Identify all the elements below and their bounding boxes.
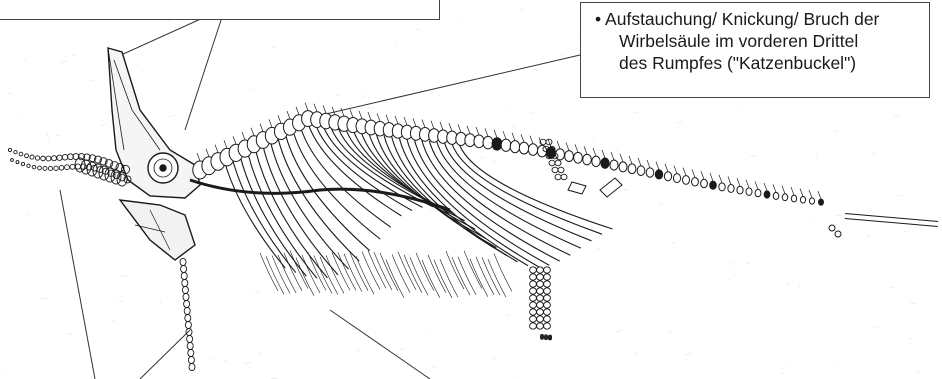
vertebra — [583, 154, 592, 165]
vertebra — [809, 198, 814, 204]
vertebra — [683, 176, 690, 185]
vertebra — [646, 168, 654, 177]
vertebra — [791, 195, 796, 202]
vertebra — [592, 156, 600, 166]
vertebra — [719, 183, 725, 191]
vertebra — [764, 191, 770, 198]
vertebra — [800, 197, 805, 204]
vertebra — [492, 138, 502, 150]
vertebra — [601, 158, 609, 168]
vertebra — [755, 189, 761, 196]
vertebra — [619, 162, 627, 172]
vertebra — [565, 151, 574, 162]
vertebra — [528, 144, 537, 156]
vertebra — [728, 185, 734, 193]
vertebra — [710, 181, 717, 189]
vertebra — [537, 145, 546, 156]
callout-line-3: des Rumpfes ("Katzenbuckel") — [595, 52, 921, 74]
vertebra — [501, 139, 511, 151]
vertebra — [701, 179, 708, 187]
callout-spine-deformation: • Aufstauchung/ Knickung/ Bruch der Wirb… — [580, 2, 930, 98]
vertebra — [637, 166, 645, 176]
vertebra — [673, 174, 680, 183]
vertebra — [655, 170, 662, 179]
bullet-marker: • — [595, 9, 601, 29]
callout-box-top — [0, 0, 440, 20]
vertebra — [737, 186, 743, 194]
callout-line-1: Aufstauchung/ Knickung/ Bruch der — [605, 9, 879, 29]
vertebra — [510, 141, 520, 153]
vertebra — [610, 160, 618, 170]
vertebra — [692, 177, 699, 186]
vertebra — [664, 172, 671, 181]
vertebra — [782, 194, 787, 201]
vertebra — [819, 199, 824, 205]
vertebra — [574, 152, 583, 163]
vertebra — [483, 136, 493, 149]
vertebra — [773, 192, 779, 199]
vertebra — [474, 135, 484, 148]
vertebra — [519, 142, 528, 154]
callout-line-2: Wirbelsäule im vorderen Drittel — [595, 30, 921, 52]
vertebra — [628, 164, 636, 174]
vertebra — [746, 188, 752, 196]
vertebra — [546, 147, 555, 158]
